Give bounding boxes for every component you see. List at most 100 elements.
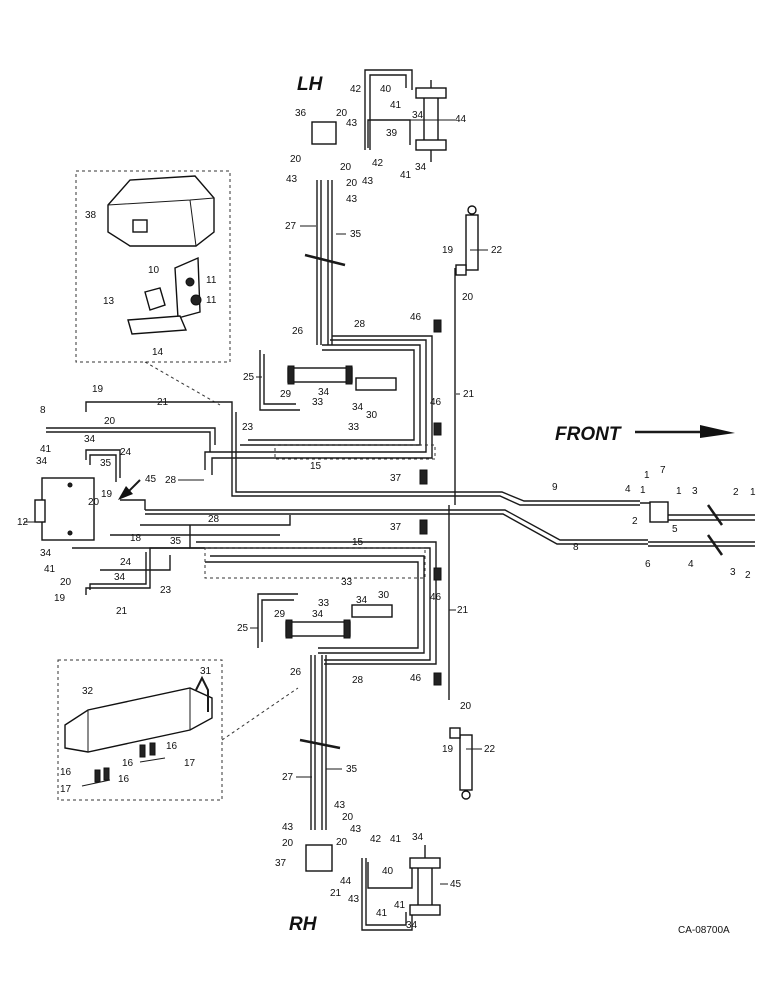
callout: 34	[356, 595, 368, 606]
callout: 28	[165, 475, 177, 486]
callout: 38	[85, 210, 97, 221]
callout: 1	[750, 487, 756, 498]
callout: 11	[206, 295, 217, 306]
callout-labels: 40 42 41 34 44 36 20 43 39 20 20 42 43 2…	[17, 84, 756, 931]
cover-38	[107, 175, 215, 247]
callout: 26	[292, 326, 304, 337]
cylinder-25-lh	[287, 365, 397, 391]
callout: 44	[340, 876, 352, 887]
callout: 20	[88, 497, 100, 508]
callout: 32	[82, 686, 94, 697]
callout: 34	[352, 402, 364, 413]
callout: 34	[415, 162, 427, 173]
callout: 24	[120, 557, 132, 568]
callout: 4	[688, 559, 694, 570]
callout: 16	[118, 774, 130, 785]
callout: 46	[430, 397, 442, 408]
callout: 43	[348, 894, 360, 905]
callout: 35	[170, 536, 182, 547]
callout: 2	[632, 516, 638, 527]
hose-network	[46, 69, 755, 931]
callout: 18	[130, 533, 142, 544]
lh-heading: LH	[297, 74, 324, 95]
callout: 27	[282, 772, 294, 783]
callout: 7	[660, 465, 666, 476]
clip-46-a	[433, 319, 442, 333]
callout: 33	[348, 422, 360, 433]
callout: 43	[362, 176, 374, 187]
callout: 20	[60, 577, 72, 588]
callout: 43	[286, 174, 298, 185]
callout: 19	[101, 489, 113, 500]
callout: 34	[84, 434, 96, 445]
detail-box-lower	[57, 659, 223, 801]
callout: 41	[40, 444, 52, 455]
callout: 3	[692, 486, 698, 497]
callout: 21	[116, 606, 128, 617]
callout: 15	[352, 537, 364, 548]
callout: 2	[733, 487, 739, 498]
callout: 11	[206, 275, 217, 286]
callout: 16	[60, 767, 72, 778]
callout: 23	[242, 422, 254, 433]
bracket-10	[174, 256, 202, 319]
callout: 19	[92, 384, 104, 395]
detail-leader-upper	[144, 361, 221, 406]
callout: 4	[625, 484, 631, 495]
callout: 46	[410, 673, 422, 684]
callout: 33	[318, 598, 330, 609]
drawing-code: CA-08700A	[678, 925, 730, 936]
clip-37-lower	[419, 519, 428, 535]
callout: 29	[274, 609, 286, 620]
callout: 41	[390, 100, 402, 111]
valve-36-rh	[305, 844, 333, 872]
cylinder-25-rh	[285, 604, 393, 639]
callout: 5	[672, 524, 678, 535]
callout: 1	[644, 470, 650, 481]
callout: 36	[295, 108, 307, 119]
callout: 40	[380, 84, 392, 95]
front-arrow	[635, 425, 735, 438]
callout: 45	[145, 474, 157, 485]
clamps-16-17	[81, 742, 166, 787]
callout: 20	[282, 838, 294, 849]
callout: 34	[318, 387, 330, 398]
callout: 34	[412, 832, 424, 843]
callout: 46	[410, 312, 422, 323]
callout: 43	[346, 118, 358, 129]
callout: 34	[412, 110, 424, 121]
valve-36-lh	[311, 121, 337, 145]
callout: 30	[378, 590, 390, 601]
bracket-31	[195, 675, 209, 712]
callout: 15	[310, 461, 322, 472]
plate-14	[127, 315, 188, 335]
callout: 14	[152, 347, 164, 358]
callout: 20	[342, 812, 354, 823]
callout: 20	[336, 108, 348, 119]
clamp-13	[144, 287, 166, 311]
callout: 46	[430, 592, 442, 603]
callout: 28	[352, 675, 364, 686]
callout: 21	[330, 888, 342, 899]
callout: 41	[394, 900, 406, 911]
callout: 31	[200, 666, 212, 677]
callout: 20	[462, 292, 474, 303]
callout: 41	[400, 170, 412, 181]
callout: 20	[340, 162, 352, 173]
cylinder-44-rh	[409, 845, 441, 916]
callout: 16	[122, 758, 134, 769]
callout: 9	[552, 482, 558, 493]
bulkhead-15-upper	[274, 444, 436, 460]
callout: 44	[455, 114, 467, 125]
callout: 20	[104, 416, 116, 427]
callout: 37	[275, 858, 287, 869]
callout: 41	[390, 834, 402, 845]
callout: 2	[745, 570, 751, 581]
callout: 19	[442, 744, 454, 755]
callout: 17	[184, 758, 196, 769]
callout: 43	[282, 822, 294, 833]
callout: 42	[370, 834, 382, 845]
callout: 20	[346, 178, 358, 189]
clip-46-d	[433, 672, 442, 686]
